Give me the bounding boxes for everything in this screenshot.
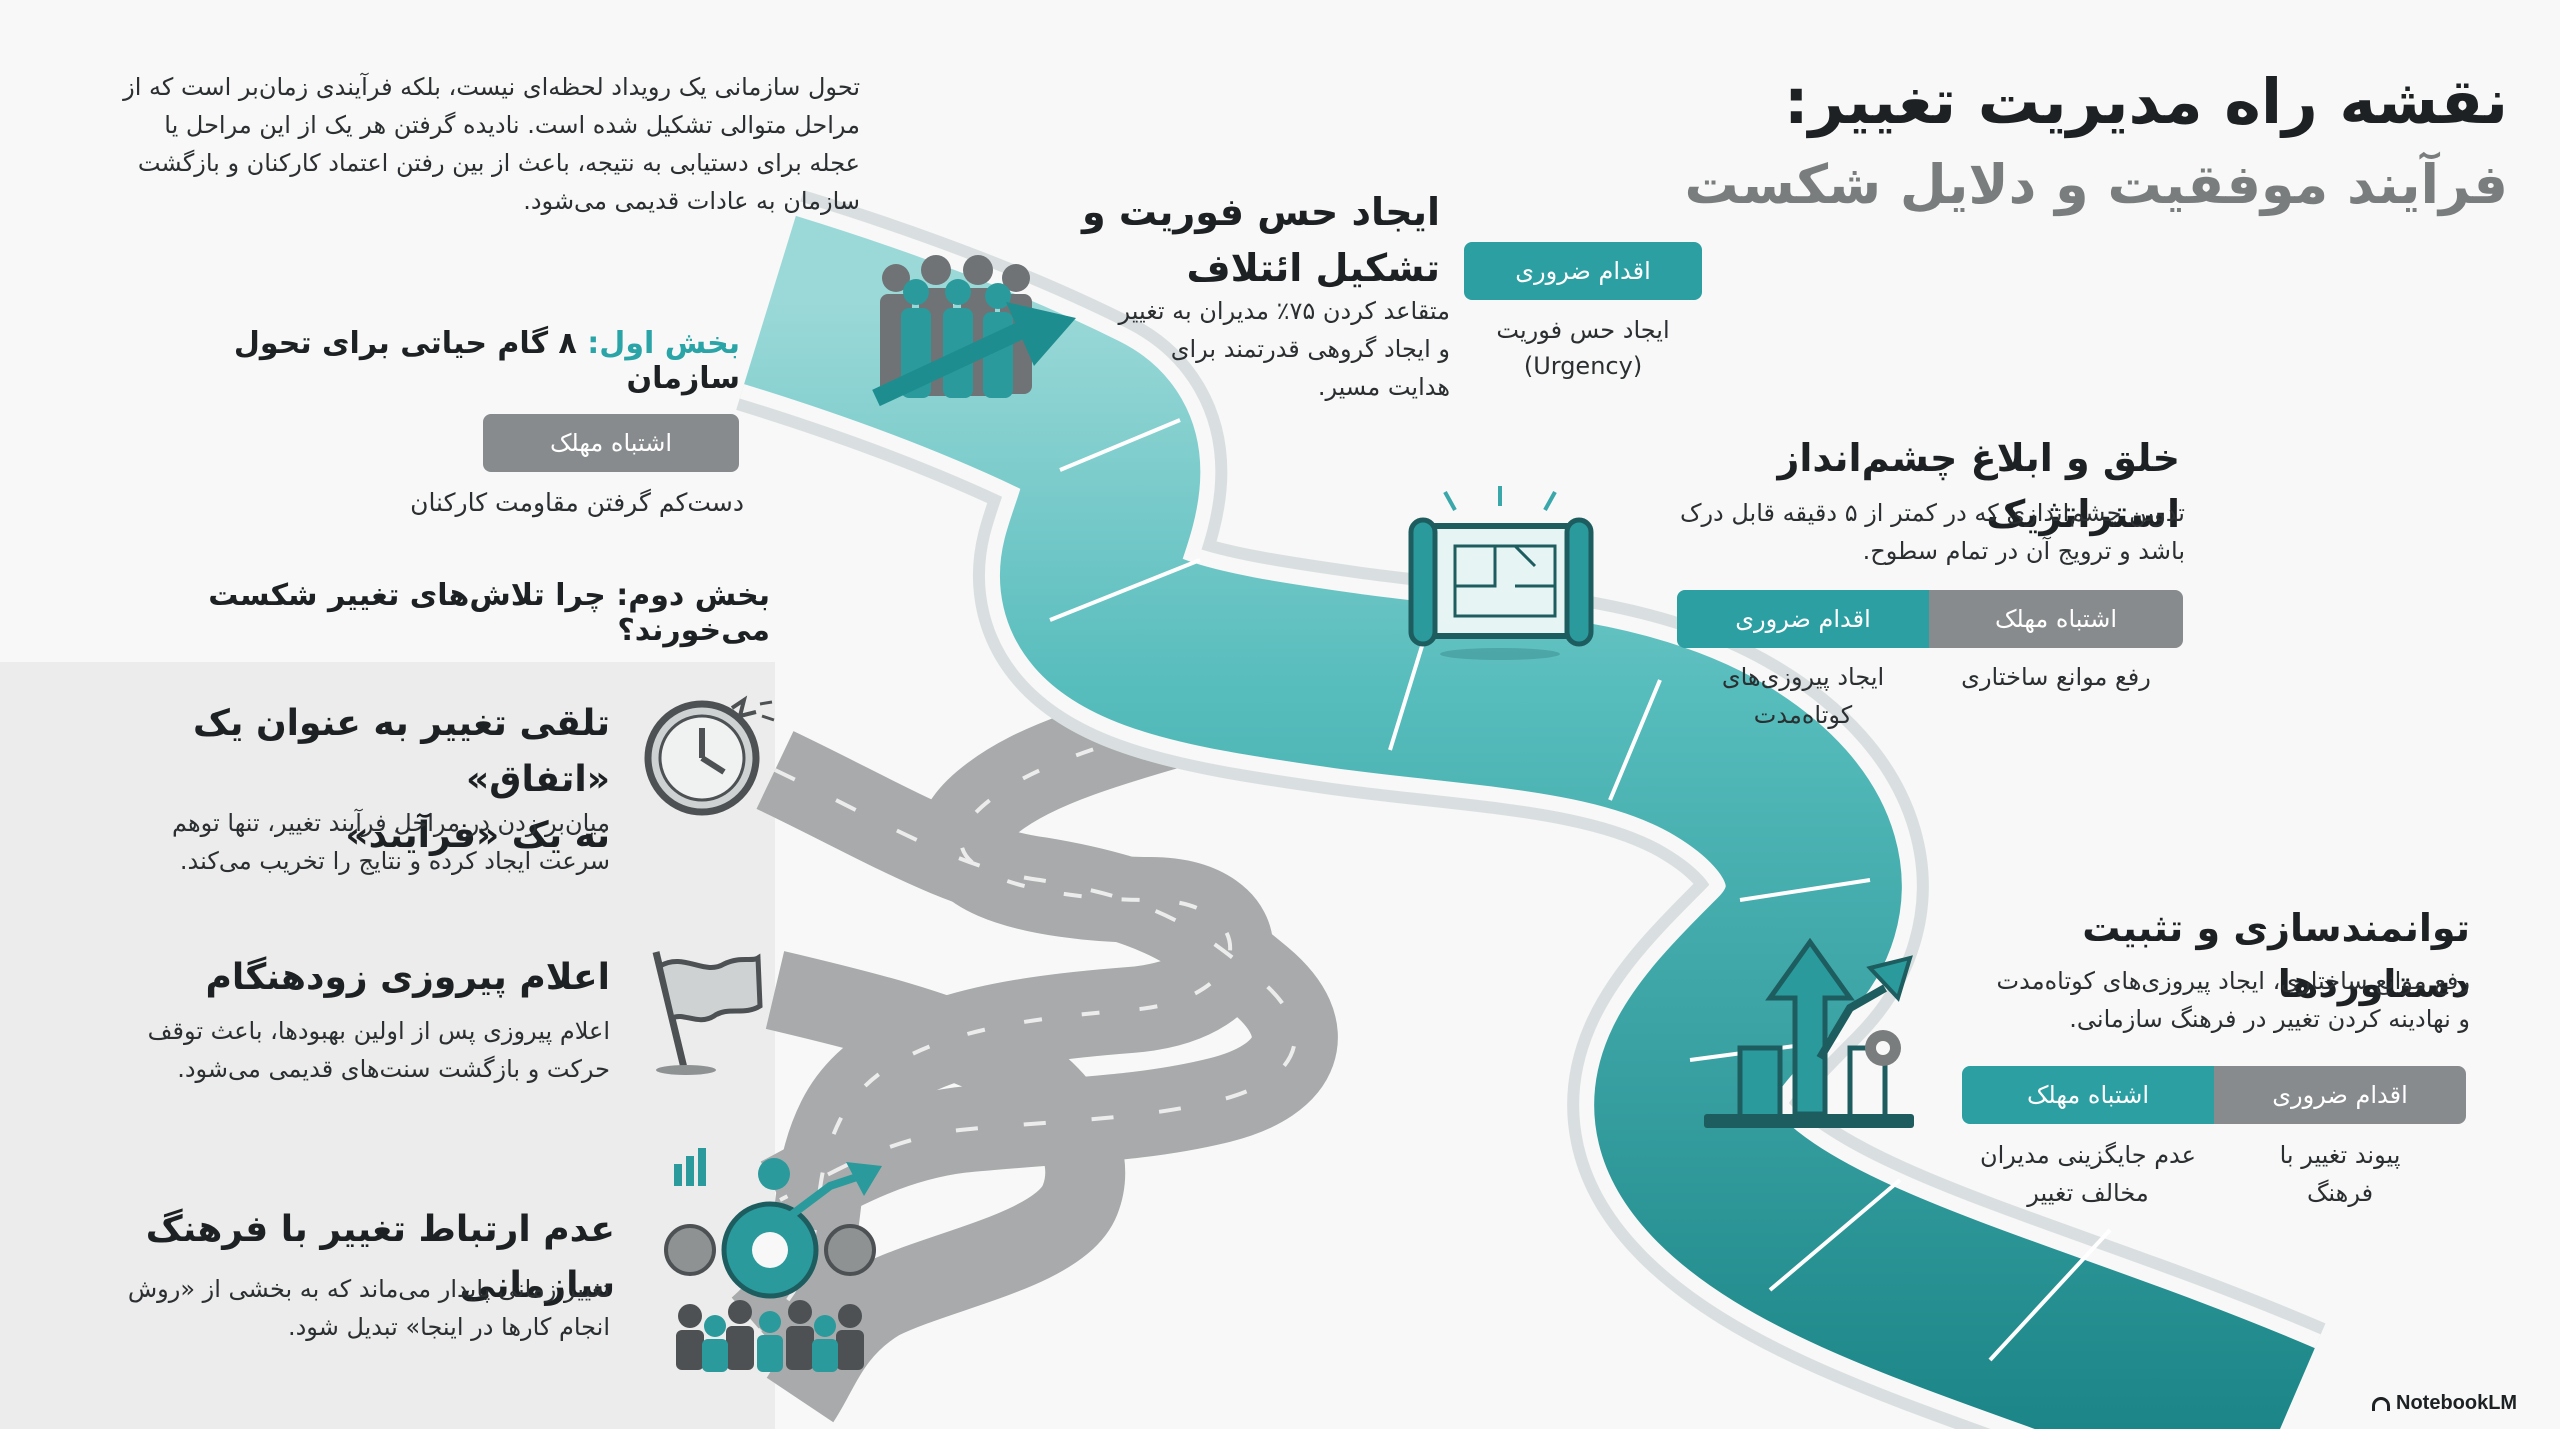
brand-logo-icon: [2372, 1396, 2390, 1411]
step-vision-body-line: باشد و ترویج آن در تمام سطوح.: [1862, 537, 2185, 565]
part-one-mistake-badge: اشتباه مهلک: [483, 414, 739, 472]
step-empower-action-line: فرهنگ: [2306, 1179, 2374, 1207]
part-one-text: ۸ گام حیاتی برای تحول سازمان: [233, 326, 740, 396]
step-vision-body-line: تدوین چشم‌اندازی که در کمتر از ۵ دقیقه ق…: [1679, 499, 2185, 527]
step-vision-mistake-badge: اشتباه مهلک: [1929, 590, 2183, 648]
failure-3-title: عدم ارتباط تغییر با فرهنگ سازمانی: [80, 1202, 615, 1314]
step-vision-action-text: ایجاد پیروزی‌های کوتاه‌مدت: [1677, 658, 1929, 734]
broken-clock-icon: [644, 695, 775, 816]
step-vision-action-badge: اقدام ضروری: [1677, 590, 1929, 648]
step-urgency-action-badge: اقدام ضروری: [1464, 242, 1702, 300]
culture-gears-icon: [664, 1148, 882, 1372]
failure-1-body-line: سرعت ایجاد کرده و نتایج را تخریب می‌کند.: [179, 847, 610, 875]
failure-3-title-line: عدم ارتباط تغییر با فرهنگ سازمانی: [145, 1209, 615, 1306]
growth-chart-icon: [1704, 937, 1914, 1128]
step-empower-title: توانمندسازی و تثبیت دستاوردها: [2082, 906, 2470, 1006]
failure-1-body: میان‌بر زدن در مراحل فرآیند تغییر، تنها …: [90, 804, 610, 880]
brand-name: NotebookLM: [2396, 1392, 2518, 1414]
failure-3-body-line: انجام کارها در اینجا» تبدیل شود.: [287, 1313, 610, 1341]
step-empower-mistake-line: مخالف تغییر: [2027, 1179, 2149, 1207]
page-title: نقشه راه مدیریت تغییر:: [1783, 65, 2508, 138]
step-empower-mistake-text: عدم جایگزینی مدیران مخالف تغییر: [1962, 1136, 2214, 1212]
step-empower-body: رفع موانع ساختاری، ایجاد پیروزی‌های کوتا…: [1900, 962, 2470, 1038]
step-urgency-action-line: (Urgency): [1523, 352, 1643, 380]
step-urgency-body: متقاعد کردن ۷۵٪ مدیران به تغییر و ایجاد …: [1070, 292, 1450, 406]
failure-1-title-line: تلقی تغییر به عنوان یک «اتفاق»: [193, 703, 610, 800]
failure-2-body-line: حرکت و بازگشت سنت‌های قدیمی می‌شود.: [177, 1055, 610, 1083]
brand-label: NotebookLM: [2372, 1392, 2532, 1415]
blueprint-icon: [1408, 486, 1594, 660]
failure-3-body: تغییر زمانی پایدار می‌ماند که به بخشی از…: [90, 1270, 610, 1346]
failure-1-title-line: نه یک «فرآیند»: [345, 815, 610, 856]
step-urgency-body-line: متقاعد کردن ۷۵٪ مدیران به تغییر: [1118, 297, 1450, 325]
failure-3-body-line: تغییر زمانی پایدار می‌ماند که به بخشی از…: [127, 1275, 610, 1303]
step-vision-title: خلق و ابلاغ چشم‌انداز استراتژیک: [1777, 436, 2180, 536]
intro-line: عجله برای دستیابی به نتیجه، باعث از بین …: [137, 149, 860, 177]
flag-icon: [652, 951, 763, 1075]
step-urgency-body-line: هدایت مسیر.: [1317, 373, 1450, 401]
failure-1-body-line: میان‌بر زدن در مراحل فرآیند تغییر، تنها …: [172, 809, 610, 837]
step-empower-mistake-line: عدم جایگزینی مدیران: [1980, 1141, 2196, 1169]
page-subtitle: فرآیند موفقیت و دلایل شکست: [1684, 153, 2508, 216]
failure-2-body-line: اعلام پیروزی پس از اولین بهبودها، باعث ت…: [147, 1017, 610, 1045]
step-urgency-body-line: و ایجاد گروهی قدرتمند برای: [1170, 335, 1450, 363]
team-arrow-icon: [872, 255, 1076, 407]
step-empower-body-line: رفع موانع ساختاری، ایجاد پیروزی‌های کوتا…: [1996, 967, 2470, 995]
step-vision-body: تدوین چشم‌اندازی که در کمتر از ۵ دقیقه ق…: [1620, 494, 2185, 570]
step-urgency-action-line: ایجاد حس فوریت: [1496, 316, 1670, 344]
part-one-mistake-text: دست‌کم گرفتن مقاومت کارکنان: [410, 488, 744, 517]
intro-line: مراحل متوالی تشکیل شده است. نادیده گرفتن…: [164, 111, 860, 139]
step-vision-mistake-line: رفع موانع ساختاری: [1961, 663, 2151, 691]
step-empower-body-line: و نهادینه کردن تغییر در فرهنگ سازمانی.: [2069, 1005, 2470, 1033]
part-one-heading: بخش اول: ۸ گام حیاتی برای تحول سازمان: [140, 326, 740, 396]
intro-line: سازمان به عادات قدیمی می‌شود.: [523, 187, 860, 215]
success-road: [744, 215, 2315, 1429]
step-vision-mistake-text: رفع موانع ساختاری: [1929, 658, 2183, 696]
part-two-heading: بخش دوم: چرا تلاش‌های تغییر شکست می‌خورن…: [208, 578, 770, 648]
intro-paragraph: تحول سازمانی یک رویداد لحظه‌ای نیست، بلک…: [80, 68, 860, 220]
step-empower-mistake-badge: اشتباه مهلک: [1962, 1066, 2214, 1124]
step-urgency-action-text: ایجاد حس فوریت (Urgency): [1464, 312, 1702, 384]
step-vision-action-line: ایجاد پیروزی‌های: [1721, 663, 1885, 691]
failure-panel-background: [0, 662, 775, 1429]
intro-line: تحول سازمانی یک رویداد لحظه‌ای نیست، بلک…: [123, 73, 860, 101]
step-urgency-title-line: ایجاد حس فوریت و: [1082, 190, 1440, 234]
step-vision-action-line: کوتاه‌مدت: [1753, 701, 1853, 729]
failure-2-title: اعلام پیروزی زودهنگام: [90, 950, 611, 1006]
step-empower-action-text: پیوند تغییر با فرهنگ: [2214, 1136, 2466, 1212]
step-urgency-title: ایجاد حس فوریت و تشکیل ائتلاف: [1080, 184, 1440, 296]
part-one-label: بخش اول:: [587, 326, 740, 361]
step-urgency-title-line: تشکیل ائتلاف: [1186, 246, 1441, 290]
failure-2-body: اعلام پیروزی پس از اولین بهبودها، باعث ت…: [90, 1012, 610, 1088]
failure-1-title: تلقی تغییر به عنوان یک «اتفاق» نه یک «فر…: [90, 696, 610, 864]
step-empower-action-badge: اقدام ضروری: [2214, 1066, 2466, 1124]
failure-2-title-line: اعلام پیروزی زودهنگام: [205, 957, 611, 998]
step-empower-action-line: پیوند تغییر با: [2279, 1141, 2401, 1169]
